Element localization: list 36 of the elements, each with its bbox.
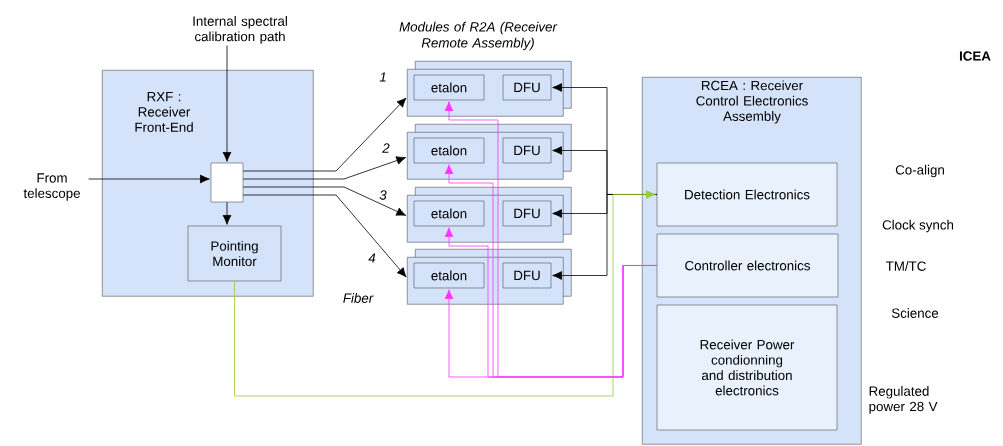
edge-label: 2 (380, 142, 392, 154)
text-label: ICEA (959, 51, 991, 61)
edge-label: 1 (377, 71, 389, 83)
edge-label: 4 (366, 252, 378, 264)
arrow (444, 101, 658, 378)
component-box: Pointing Monitor (187, 225, 282, 282)
component-box: etalon (413, 74, 485, 101)
arrow (242, 97, 407, 172)
arrow (234, 190, 656, 397)
text-label: TM/TC (885, 261, 926, 271)
component-box: DFU (502, 74, 552, 101)
component-box: etalon (413, 137, 485, 164)
component-box: Receiver Power condionning and distribution electronics (656, 304, 838, 431)
text-label: Co-align (895, 164, 944, 178)
arrow (242, 194, 407, 278)
text-label: Clock synch (882, 219, 954, 233)
text-label: Modules of R2A (Receiver Remote Assembly) (399, 21, 558, 51)
component-box: Controller electronics (656, 233, 839, 298)
arrow (242, 186, 407, 216)
arrow (222, 45, 232, 162)
component-box: etalon (413, 200, 485, 227)
component-box: Detection Electronics (656, 162, 838, 227)
annotation-text: From telescope (23, 173, 80, 201)
text-label: Regulated power 28 V (869, 386, 938, 414)
arrow (222, 201, 232, 225)
text-label: Fiber (343, 293, 374, 303)
arrow (242, 156, 407, 180)
component-box: etalon (413, 262, 485, 289)
edge-label: 3 (377, 188, 389, 202)
component-box: DFU (502, 137, 552, 164)
component-box: DFU (502, 200, 552, 227)
text-label: Science (891, 308, 939, 318)
junction-box (210, 162, 244, 203)
component-box: DFU (502, 262, 552, 289)
arrow (88, 174, 210, 184)
annotation-text: Internal spectral calibration path (193, 16, 287, 44)
